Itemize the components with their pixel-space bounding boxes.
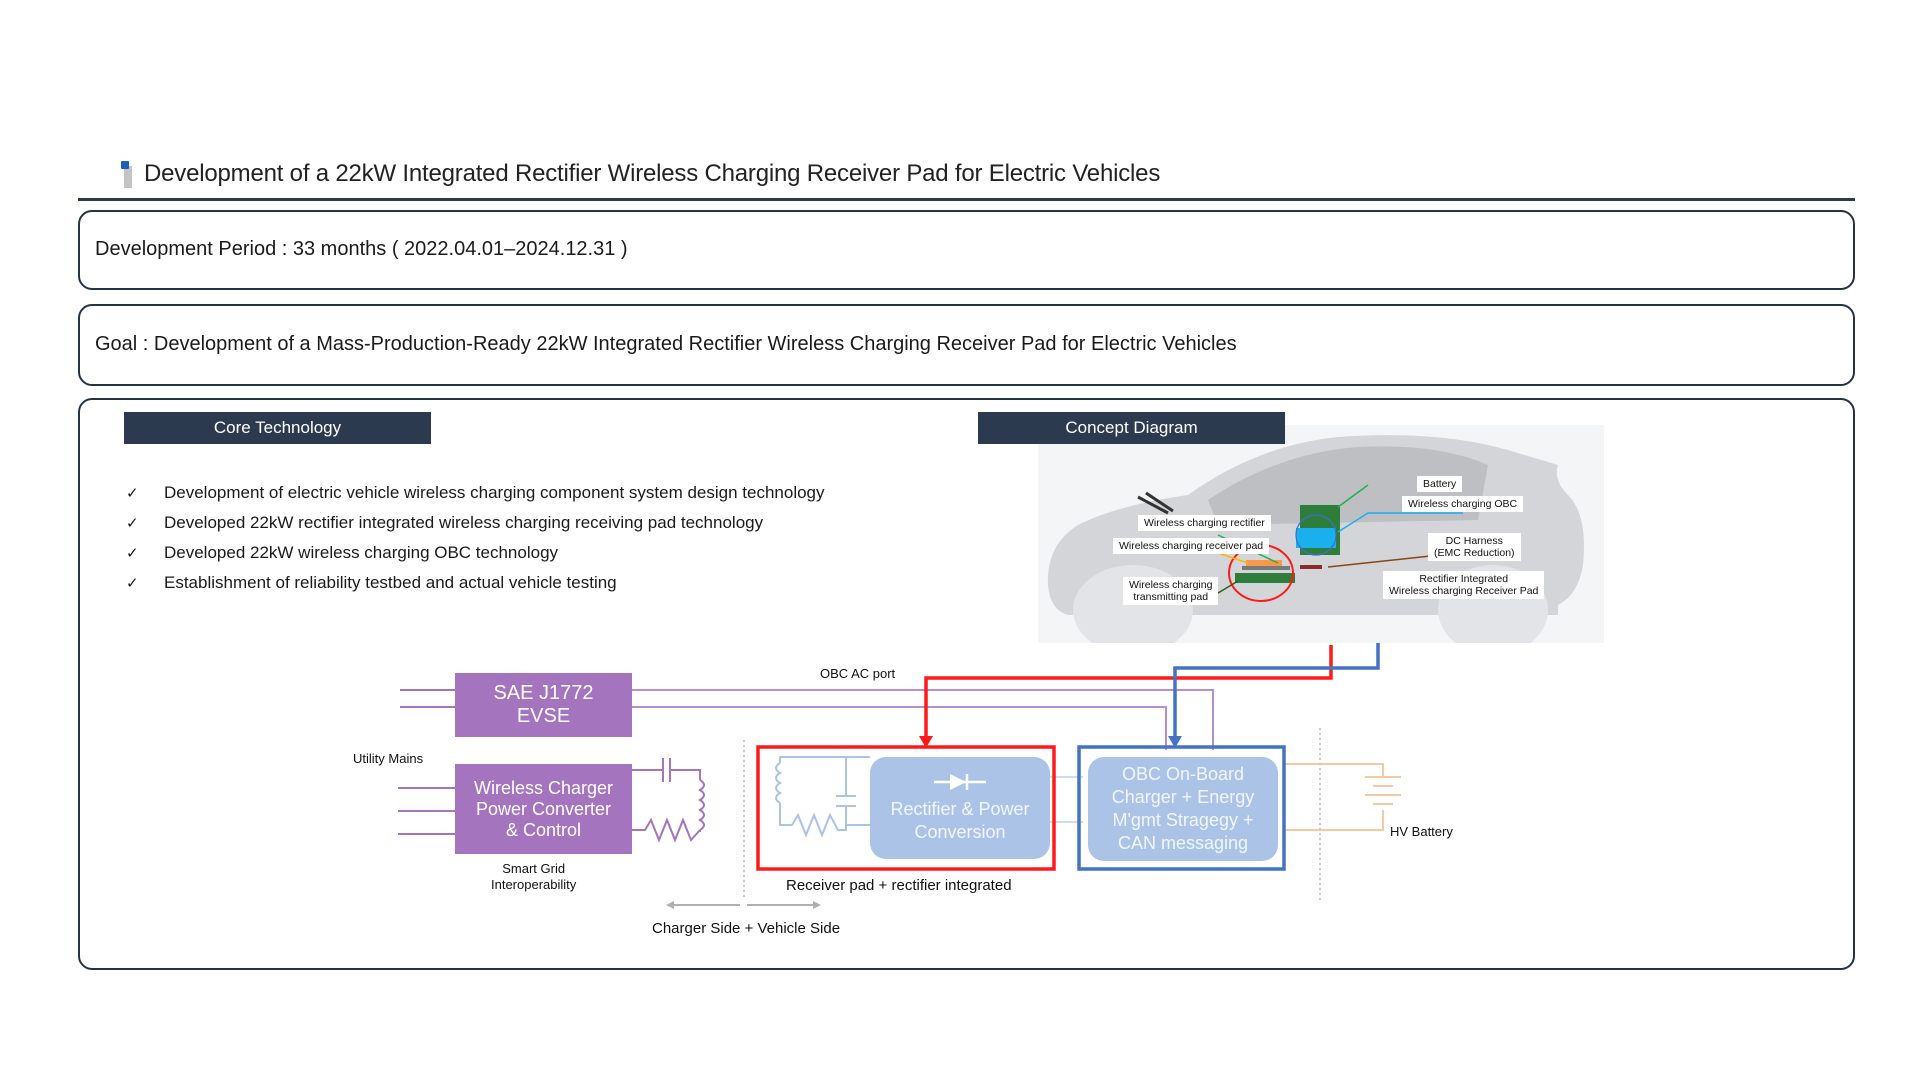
evse-label-line2: EVSE (516, 705, 571, 727)
receiver-integrated-label: Receiver pad + rectifier integrated (786, 877, 1012, 894)
vehicle-side-arrowhead-icon (813, 901, 821, 909)
leader-line-battery (1337, 484, 1369, 508)
charger-label-line2: Power Converter (475, 798, 612, 819)
callout-dc-harness-line1: DC Harness (1445, 535, 1503, 547)
main-panel: Core Technology ✓ Development of electric… (78, 398, 1855, 970)
page-title-row: Development of a 22kW Integrated Rectifi… (120, 158, 1160, 190)
charger-vehicle-side-label: Charger Side + Vehicle Side (652, 920, 841, 937)
callout-integrated-pad: Rectifier Integrated Wireless charging R… (1383, 571, 1545, 599)
core-technology-header: Core Technology (124, 412, 431, 444)
title-divider (78, 198, 1855, 201)
rectifier-label-line1: Rectifier & Power (890, 799, 1030, 819)
concept-car-illustration: Battery Wireless charging OBC Wireless c… (1038, 425, 1604, 643)
list-item-text: Developed 22kW wireless charging OBC tec… (164, 543, 559, 562)
goal-text: Goal : Development of a Mass-Production-… (95, 333, 1237, 355)
obc-block (1296, 528, 1336, 548)
diode-icon (933, 774, 986, 790)
list-item: ✓ Developed 22kW wireless charging OBC te… (124, 538, 825, 568)
dc-harness (1300, 565, 1322, 569)
concept-diagram-header: Concept Diagram (978, 412, 1285, 444)
obc-label-line3: M'gmt Stragegy + (1112, 810, 1254, 830)
obc-ac-port-label: OBC AC port (820, 666, 896, 681)
receiver-wire (779, 756, 870, 763)
evse-obc-line (632, 689, 1214, 750)
obc-label-line1: OBC On-Board (1121, 764, 1245, 784)
evse-obc-line (632, 706, 1167, 750)
checkmark-icon: ✓ (126, 515, 139, 532)
hv-battery-label: HV Battery (1390, 824, 1453, 839)
red-arrow-head-icon (919, 736, 933, 748)
checkmark-icon: ✓ (126, 545, 139, 562)
block-diagram: SAE J1772 EVSE Wireless Charger Power Co… (80, 400, 1857, 972)
blue-connector-arrow-line (1173, 643, 1380, 740)
rectifier-block: Rectifier & Power Conversion (870, 757, 1050, 859)
core-technology-list: ✓ Development of electric vehicle wireles… (124, 478, 825, 598)
callout-integrated-line1: Rectifier Integrated (1419, 573, 1509, 585)
charger-label-line3: & Control (505, 819, 582, 840)
rectifier-label-line2: Conversion (914, 822, 1006, 842)
evse-label-line1: SAE J1772 (493, 682, 594, 704)
receiver-resistor-icon (779, 803, 870, 838)
goal-panel: Goal : Development of a Mass-Production-… (78, 304, 1855, 386)
transmitter-resistor-icon (632, 817, 701, 843)
smart-grid-line2: Interoperability (491, 877, 577, 892)
utility-mains-label: Utility Mains (353, 751, 424, 766)
windshield-wiper (1137, 491, 1174, 515)
list-item-text: Development of electric vehicle wireless… (164, 483, 825, 502)
wireless-charger-block: Wireless Charger Power Converter & Contr… (455, 764, 632, 854)
list-item: ✓ Developed 22kW rectifier integrated wir… (124, 508, 825, 538)
red-connector-arrow-line (924, 645, 1333, 740)
smart-grid-line1: Smart Grid (502, 861, 566, 876)
callout-battery: Battery (1417, 476, 1463, 492)
callout-integrated-line2: Wireless charging Receiver Pad (1389, 585, 1539, 597)
obc-block: OBC On-Board Charger + Energy M'gmt Stra… (1088, 757, 1278, 861)
leader-line-obc (1337, 512, 1463, 533)
callout-dc-harness-line2: (EMC Reduction) (1434, 547, 1515, 559)
receiver-pad-block (1246, 560, 1282, 566)
transmitter-coil-icon (698, 779, 705, 831)
callout-obc: Wireless charging OBC (1402, 496, 1524, 512)
list-item-text: Developed 22kW rectifier integrated wire… (164, 513, 764, 532)
blue-arrow-head-icon (1168, 736, 1182, 748)
charger-label-line1: Wireless Charger (473, 777, 614, 798)
callout-receiver-pad: Wireless charging receiver pad (1113, 538, 1270, 554)
obc-label-line4: CAN messaging (1117, 833, 1249, 853)
transmitting-pad-block (1235, 573, 1295, 583)
list-item-text: Establishment of reliability testbed and… (164, 573, 617, 592)
battery-wire (1285, 810, 1384, 831)
checkmark-icon: ✓ (126, 575, 139, 592)
development-period-panel: Development Period : 33 months ( 2022.04… (78, 210, 1855, 290)
page-title: Development of a 22kW Integrated Rectifi… (144, 160, 1161, 187)
callout-dc-harness: DC Harness (EMC Reduction) (1428, 533, 1521, 561)
list-item: ✓ Establishment of reliability testbed an… (124, 568, 825, 598)
callout-rectifier: Wireless charging rectifier (1138, 515, 1271, 531)
evse-block: SAE J1772 EVSE (455, 673, 632, 737)
obc-highlight-circle (1295, 514, 1337, 556)
rectifier-block (1242, 566, 1290, 570)
battery-wire (1285, 763, 1384, 777)
obc-label-line2: Charger + Energy (1111, 787, 1255, 807)
list-item: ✓ Development of electric vehicle wireles… (124, 478, 825, 508)
checkmark-icon: ✓ (126, 485, 139, 502)
callout-transmitting-pad: Wireless charging transmitting pad (1123, 577, 1219, 605)
receiver-coil-icon (775, 762, 782, 804)
callout-transmitting-pad-line2: transmitting pad (1133, 591, 1209, 603)
transmitter-coil-wire (671, 769, 701, 780)
development-period-text: Development Period : 33 months ( 2022.04… (95, 238, 628, 260)
smart-grid-label: Smart Grid Interoperability (491, 861, 576, 893)
charger-side-arrowhead-icon (666, 901, 674, 909)
callout-transmitting-pad-line1: Wireless charging (1129, 579, 1213, 591)
title-marker-icon (120, 160, 132, 188)
